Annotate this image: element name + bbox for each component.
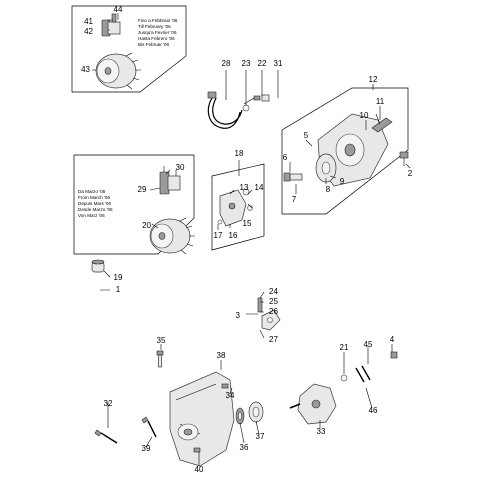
clutch-spring-21 [340,374,348,382]
label-12: 12 [369,75,378,84]
label-11: 11 [376,97,385,106]
label-10: 10 [360,111,369,120]
label-26: 26 [269,307,278,316]
label-37: 37 [256,432,265,441]
label-24: 24 [269,287,278,296]
label-3: 3 [236,311,241,320]
part-number-labels: 44 41 42 43 28 23 22 31 12 11 10 5 6 9 8… [81,5,413,474]
starter-handle [371,113,393,133]
seal-ring-36 [235,407,245,425]
bolt-32 [94,429,118,444]
label-21: 21 [340,343,349,352]
label-35: 35 [157,336,166,345]
note-mid-2: From March '06 [78,195,110,200]
label-4: 4 [390,335,395,344]
label-44: 44 [114,5,123,14]
label-32: 32 [104,399,113,408]
label-14: 14 [255,183,264,192]
ignition-module [217,188,253,227]
label-39: 39 [142,444,151,453]
clutch-springs-45 [355,365,371,383]
label-41: 41 [84,17,93,26]
starter-assembly-box [281,87,409,215]
label-19: 19 [114,273,123,282]
flywheel-new [149,217,195,255]
label-29: 29 [138,185,147,194]
note-top-3: Jusqu'a Fevrier '06 [138,30,177,35]
bearing-37 [248,401,264,423]
lever-bracket-assembly [257,297,281,331]
note-mid-4: Desde Marzo '06 [78,207,113,212]
label-8: 8 [326,185,331,194]
label-1: 1 [116,285,121,294]
label-34: 34 [226,391,235,400]
label-9: 9 [340,177,345,186]
note-top-4: Hasta Febrero '06 [138,36,175,41]
note-mid-5: Von Marz '06 [78,213,105,218]
wire-harness [207,91,250,129]
label-40: 40 [195,465,204,474]
screw-4 [390,351,398,359]
label-46: 46 [369,406,378,415]
label-36: 36 [240,443,249,452]
starter-pulley [315,153,337,183]
ignition-module-box [211,163,265,251]
inset-top: Fino a Febbraio '06 Till February '06 Ju… [71,5,187,93]
label-23: 23 [242,59,251,68]
label-5: 5 [304,131,309,140]
label-38: 38 [217,351,226,360]
note-mid-3: Depuis Mars '06 [78,201,111,206]
note-top-5: Bis Februar '06 [138,42,169,47]
label-16: 16 [229,231,238,240]
label-30: 30 [176,163,185,172]
label-31: 31 [274,59,283,68]
note-top-2: Till February '06 [138,24,171,29]
fan-housing [169,371,235,467]
label-15: 15 [243,219,252,228]
spring-bolt [283,172,303,182]
flywheel-old [95,52,141,90]
label-25: 25 [269,297,278,306]
ignition-coil-new [159,166,181,195]
side-bolt [399,151,409,166]
label-22: 22 [258,59,267,68]
ignition-coil-old [101,13,121,37]
label-27: 27 [269,335,278,344]
label-33: 33 [317,427,326,436]
label-7: 7 [292,195,297,204]
label-42: 42 [84,27,93,36]
label-18: 18 [235,149,244,158]
leader-lines [92,13,411,466]
note-top-1: Fino a Febbraio '06 [138,18,178,23]
label-45: 45 [364,340,373,349]
inset-middle-date-notes: Da Marzo '06 From March '06 Depuis Mars … [78,189,113,218]
label-28: 28 [222,59,231,68]
label-2: 2 [408,169,413,178]
label-17: 17 [214,231,223,240]
label-6: 6 [283,153,288,162]
bolts-top [243,94,270,105]
inset-top-date-notes: Fino a Febbraio '06 Till February '06 Ju… [138,18,178,47]
bolt-39 [141,416,157,438]
screw-40 [193,447,201,453]
label-13: 13 [240,183,249,192]
screw-35 [156,350,164,368]
clutch-assembly [289,383,337,425]
label-43: 43 [81,65,90,74]
inset-middle: Da Marzo '06 From March '06 Depuis Mars … [73,154,195,255]
label-20: 20 [142,221,151,230]
bushing-19 [91,259,105,273]
note-mid-1: Da Marzo '06 [78,189,106,194]
